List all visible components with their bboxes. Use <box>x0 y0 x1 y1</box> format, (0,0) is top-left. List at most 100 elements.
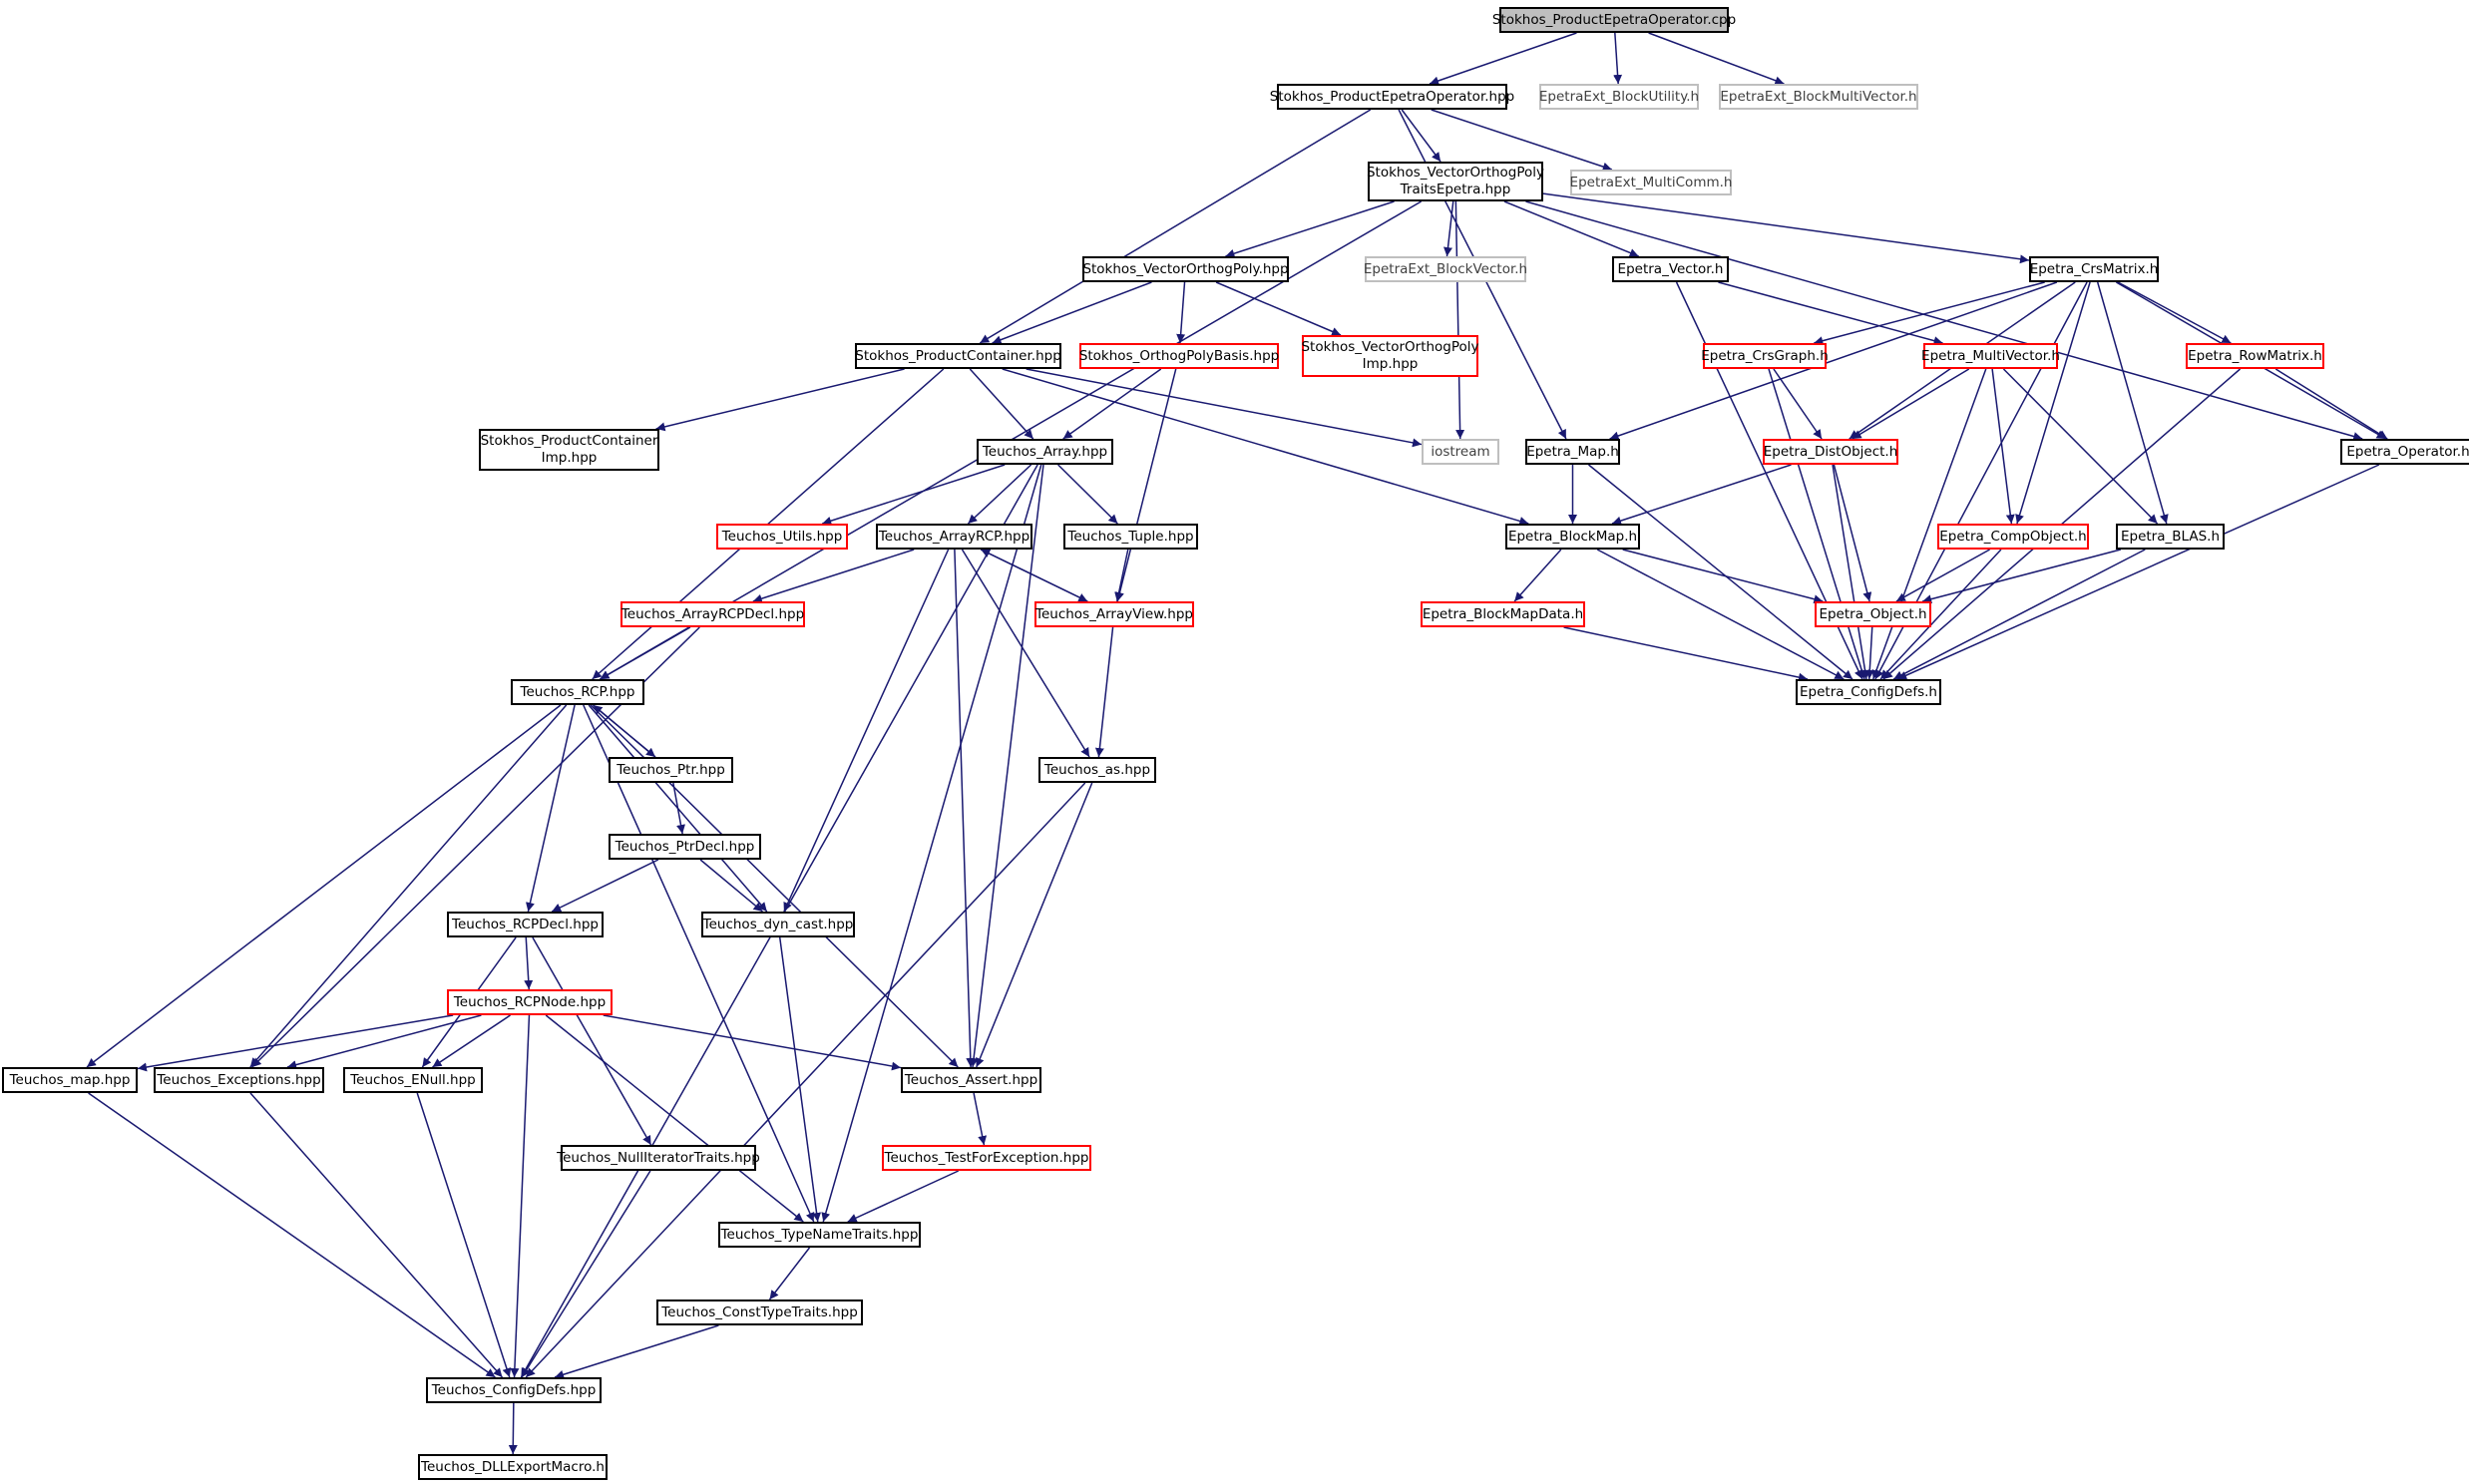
edge-tdyncast-to-ttnt <box>778 936 822 1223</box>
node-peo-hpp[interactable]: Stokhos_ProductEpetraOperator.hpp <box>1270 84 1514 110</box>
node-label-line: Teuchos_ArrayRCPDecl.hpp <box>620 605 805 622</box>
edge-blas-to-eobject <box>1921 549 2122 604</box>
node-label-line: Epetra_BlockMap.h <box>1507 528 1638 545</box>
node-multicomm: EpetraExt_MultiComm.h <box>1570 170 1732 195</box>
node-prodcont[interactable]: Stokhos_ProductContainer.hpp <box>855 343 1061 369</box>
node-evector[interactable]: Epetra_Vector.h <box>1612 256 1729 282</box>
node-root[interactable]: Stokhos_ProductEpetraOperator.cpp <box>1492 7 1736 33</box>
node-tdyncast[interactable]: Teuchos_dyn_cast.hpp <box>701 912 855 937</box>
node-crsgraph[interactable]: Epetra_CrsGraph.h <box>1701 343 1829 369</box>
node-rowmatrix[interactable]: Epetra_RowMatrix.h <box>2186 343 2324 369</box>
node-multivector[interactable]: Epetra_MultiVector.h <box>1921 343 2060 369</box>
node-label-line: EpetraExt_BlockMultiVector.h <box>1720 88 1917 105</box>
node-label-line: Teuchos_DLLExportMacro.h <box>421 1458 605 1475</box>
edge-tassert-to-ttfe <box>973 1092 988 1146</box>
node-label-line: Epetra_CrsGraph.h <box>1701 347 1829 364</box>
edge-crsmatrix-to-emap <box>1609 281 2058 441</box>
node-tptr[interactable]: Teuchos_Ptr.hpp <box>609 757 733 783</box>
node-tarrayview[interactable]: Teuchos_ArrayView.hpp <box>1034 601 1194 627</box>
edge-trcp-to-texc <box>249 704 568 1068</box>
edge-eoperator-to-econfig <box>1896 464 2380 680</box>
node-texc[interactable]: Teuchos_Exceptions.hpp <box>154 1067 324 1093</box>
node-label-line: Imp.hpp <box>1362 356 1419 372</box>
node-tutils[interactable]: Teuchos_Utils.hpp <box>716 524 848 550</box>
edge-vopt_epetra-to-evector <box>1503 200 1639 257</box>
node-label-line: Epetra_Vector.h <box>1617 260 1724 277</box>
node-tnullit[interactable]: Teuchos_NullIteratorTraits.hpp <box>557 1145 760 1171</box>
edge-trcpnode-to-tconfig <box>510 1014 531 1378</box>
edge-crsmatrix-to-compobj <box>2015 281 2091 525</box>
edge-multivector-to-blas <box>2002 368 2159 525</box>
node-label-line: Teuchos_Utils.hpp <box>721 528 843 545</box>
edge-tarray-to-tassert <box>969 464 1044 1068</box>
edge-tarrayrcp-to-tdyncast <box>783 549 950 913</box>
node-eoperator[interactable]: Epetra_Operator.h <box>2340 439 2469 465</box>
node-label-line: Teuchos_ArrayView.hpp <box>1035 605 1193 622</box>
edge-evector-to-multivector <box>1718 281 1943 345</box>
node-emap[interactable]: Epetra_Map.h <box>1525 439 1620 465</box>
edge-root-to-peo_hpp <box>1429 32 1577 86</box>
node-label-line: Teuchos_as.hpp <box>1043 761 1151 778</box>
edge-tnullit-to-tconfig <box>521 1170 651 1378</box>
node-ttuple[interactable]: Teuchos_Tuple.hpp <box>1063 524 1198 550</box>
node-eobject[interactable]: Epetra_Object.h <box>1815 601 1931 627</box>
node-tmap[interactable]: Teuchos_map.hpp <box>2 1067 138 1093</box>
node-tarcpdecl[interactable]: Teuchos_ArrayRCPDecl.hpp <box>620 601 805 627</box>
node-trcp[interactable]: Teuchos_RCP.hpp <box>511 679 644 705</box>
node-label-line: Epetra_CrsMatrix.h <box>2029 260 2159 277</box>
node-tassert[interactable]: Teuchos_Assert.hpp <box>901 1067 1041 1093</box>
node-blas[interactable]: Epetra_BLAS.h <box>2116 524 2225 550</box>
node-distobj[interactable]: Epetra_DistObject.h <box>1763 439 1898 465</box>
node-blockutil: EpetraExt_BlockUtility.h <box>1539 84 1699 110</box>
node-iostream: iostream <box>1422 439 1499 465</box>
edge-bmapdata-to-econfig <box>1563 626 1809 682</box>
node-ttfe[interactable]: Teuchos_TestForException.hpp <box>882 1145 1091 1171</box>
edge-crsmatrix-to-crsgraph <box>1814 281 2045 346</box>
node-crsmatrix[interactable]: Epetra_CrsMatrix.h <box>2029 256 2159 282</box>
edge-trcp-to-tmap <box>86 704 562 1068</box>
node-opbasis[interactable]: Stokhos_OrthogPolyBasis.hpp <box>1079 343 1279 369</box>
edge-prodcont-to-tarray <box>969 368 1034 440</box>
edge-vopt_epetra-to-blockvec <box>1443 200 1454 257</box>
node-ttnt[interactable]: Teuchos_TypeNameTraits.hpp <box>718 1222 921 1248</box>
node-tarray[interactable]: Teuchos_Array.hpp <box>977 439 1113 465</box>
node-trcpdecl[interactable]: Teuchos_RCPDecl.hpp <box>447 912 604 937</box>
edge-crsmatrix-to-rowmatrix <box>2117 281 2232 344</box>
node-tctt[interactable]: Teuchos_ConstTypeTraits.hpp <box>656 1299 863 1325</box>
edge-blockmap-to-bmapdata <box>1513 549 1562 602</box>
node-label-line: Teuchos_Exceptions.hpp <box>157 1071 321 1088</box>
node-bmapdata[interactable]: Epetra_BlockMapData.h <box>1421 601 1585 627</box>
edge-trcpdecl-to-trcpnode <box>524 936 534 990</box>
edge-tptrdecl-to-trcpdecl <box>551 859 659 913</box>
edge-blockmap-to-econfig <box>1596 549 1845 680</box>
node-tconfig[interactable]: Teuchos_ConfigDefs.hpp <box>426 1377 602 1403</box>
node-vop[interactable]: Stokhos_VectorOrthogPoly.hpp <box>1082 256 1289 282</box>
edge-tarcpdecl-to-trcp <box>600 626 691 680</box>
node-compobj[interactable]: Epetra_CompObject.h <box>1937 524 2089 550</box>
edge-multivector-to-compobj <box>1991 368 2015 525</box>
edge-ttfe-to-ttnt <box>847 1170 960 1223</box>
edge-tptr-to-trcp <box>593 704 656 758</box>
node-label-line: Teuchos_dyn_cast.hpp <box>702 916 854 932</box>
node-label-line: Stokhos_ProductEpetraOperator.hpp <box>1269 88 1515 105</box>
edge-root-to-blockmv <box>1648 32 1785 86</box>
node-tarrayrcp[interactable]: Teuchos_ArrayRCP.hpp <box>876 524 1032 550</box>
edge-trcp-to-trcpdecl <box>526 704 576 913</box>
node-tenull[interactable]: Teuchos_ENull.hpp <box>343 1067 483 1093</box>
node-label-line: Teuchos_NullIteratorTraits.hpp <box>557 1149 760 1166</box>
edge-compobj-to-econfig <box>1879 549 2002 680</box>
node-trcpnode[interactable]: Teuchos_RCPNode.hpp <box>447 989 613 1015</box>
node-tdll[interactable]: Teuchos_DLLExportMacro.h <box>418 1454 608 1480</box>
node-blockmap[interactable]: Epetra_BlockMap.h <box>1505 524 1640 550</box>
node-label-line: Teuchos_TestForException.hpp <box>884 1149 1089 1166</box>
node-tptrdecl[interactable]: Teuchos_PtrDecl.hpp <box>609 834 761 860</box>
edge-opbasis-to-tarray <box>1062 368 1162 440</box>
node-tas[interactable]: Teuchos_as.hpp <box>1038 757 1156 783</box>
node-label-line: Teuchos_map.hpp <box>9 1071 131 1088</box>
node-econfig[interactable]: Epetra_ConfigDefs.h <box>1796 679 1941 705</box>
node-label-line: iostream <box>1431 443 1490 460</box>
